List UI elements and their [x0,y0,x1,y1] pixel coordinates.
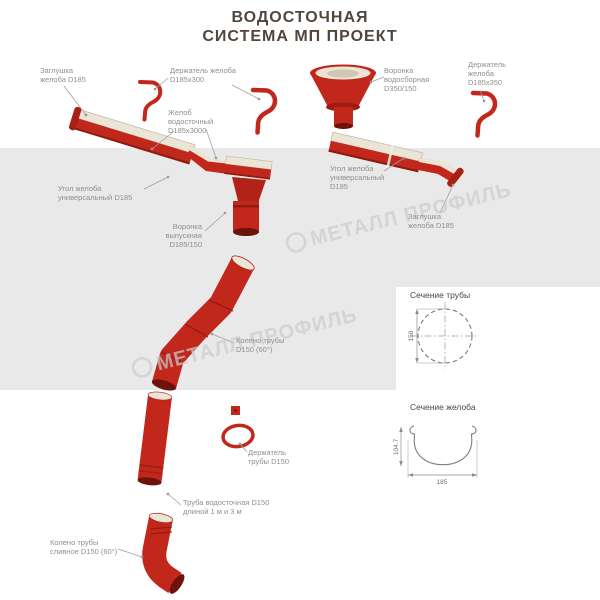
outlet-funnel-part [224,155,273,236]
label-gutter: Желоб водосточный D185х3000 [168,108,214,135]
watermark: МЕТАЛЛ ПРОФИЛЬ МЕТАЛЛ ПРОФИЛЬ [131,179,514,378]
label-pipe-elbow: Колено трубы D150 (60°) [236,336,285,354]
leader-line [167,493,182,506]
pipe-part [137,391,173,486]
label-drain-elbow: Колено трубы сливное D150 (60°) [50,538,118,556]
gutter-corner-left-part [187,146,236,175]
gutter-width-value: 185 [437,479,448,486]
leader-line [370,76,385,83]
page-title-line2: СИСТЕМА МП ПРОЕКТ [202,28,398,45]
gutter-end-cap-right-part [447,167,464,187]
gutter-section-heading: Сечение желоба [410,402,476,412]
pipe-holder-part [221,406,255,449]
leader-line [479,89,485,102]
label-pipe-holder: Держатель трубы D150 [248,448,290,466]
leader-line [439,184,454,214]
leader-line [154,77,169,90]
leader-line [383,157,405,172]
leader-line [205,128,217,159]
leader-lines [63,76,485,558]
label-gutter-holder-350: Держатель желоба D185х350 [468,60,507,87]
gutter-corner-right-part [418,158,464,187]
gutter-run-right-part [328,131,423,173]
gutter-section-diagram: 185 104.7 [393,425,478,486]
leader-line [151,130,175,150]
pipe-elbow-part [151,255,255,391]
gutter-run-left-part [69,106,196,165]
pipe-section-heading: Сечение трубы [410,290,471,300]
pipe-section-diagram: 150 [408,302,479,370]
leader-line [231,84,260,100]
page-title-line1: ВОДОСТОЧНАЯ [231,9,369,26]
page-title: ВОДОСТОЧНАЯ СИСТЕМА МП ПРОЕКТ [0,8,600,46]
leader-line [63,85,87,116]
gutter-end-cap-left-part [69,106,82,131]
background-band-top [0,148,600,287]
leader-line [211,333,235,344]
leader-line [117,548,143,558]
watermark-logo-icon [285,232,307,253]
label-gutter-holder-300: Держатель желоба D185х300 [170,66,236,84]
collector-funnel-part [310,64,376,129]
label-end-cap-right: Заглушка желоба D185 [408,212,454,230]
label-gutter-corner-right: Угол желоба универсальный D185 [330,164,385,191]
gutter-height-value: 104.7 [393,438,400,455]
label-pipe: Труба водосточная D150 длиной 1 м и 3 м [183,498,270,516]
watermark-logo-icon [131,357,153,378]
drain-elbow-part [142,512,185,594]
leader-markers [84,80,486,559]
leader-line [143,176,169,190]
label-gutter-corner-left: Угол желоба универсальный D185 [58,184,133,202]
label-collector-funnel: Воронка водосборная D350/150 [384,66,430,93]
label-outlet-funnel: Воронка выпускная D185/150 [165,222,202,249]
gutter-holder-middle-icon [250,87,278,135]
leader-line [204,212,226,232]
gutter-holder-left-icon [138,80,163,122]
pipe-diameter-value: 150 [408,330,415,341]
gutter-holder-right-icon [470,90,498,138]
leader-line [239,443,248,453]
label-end-cap-left: Заглушка желоба D185 [40,66,86,84]
